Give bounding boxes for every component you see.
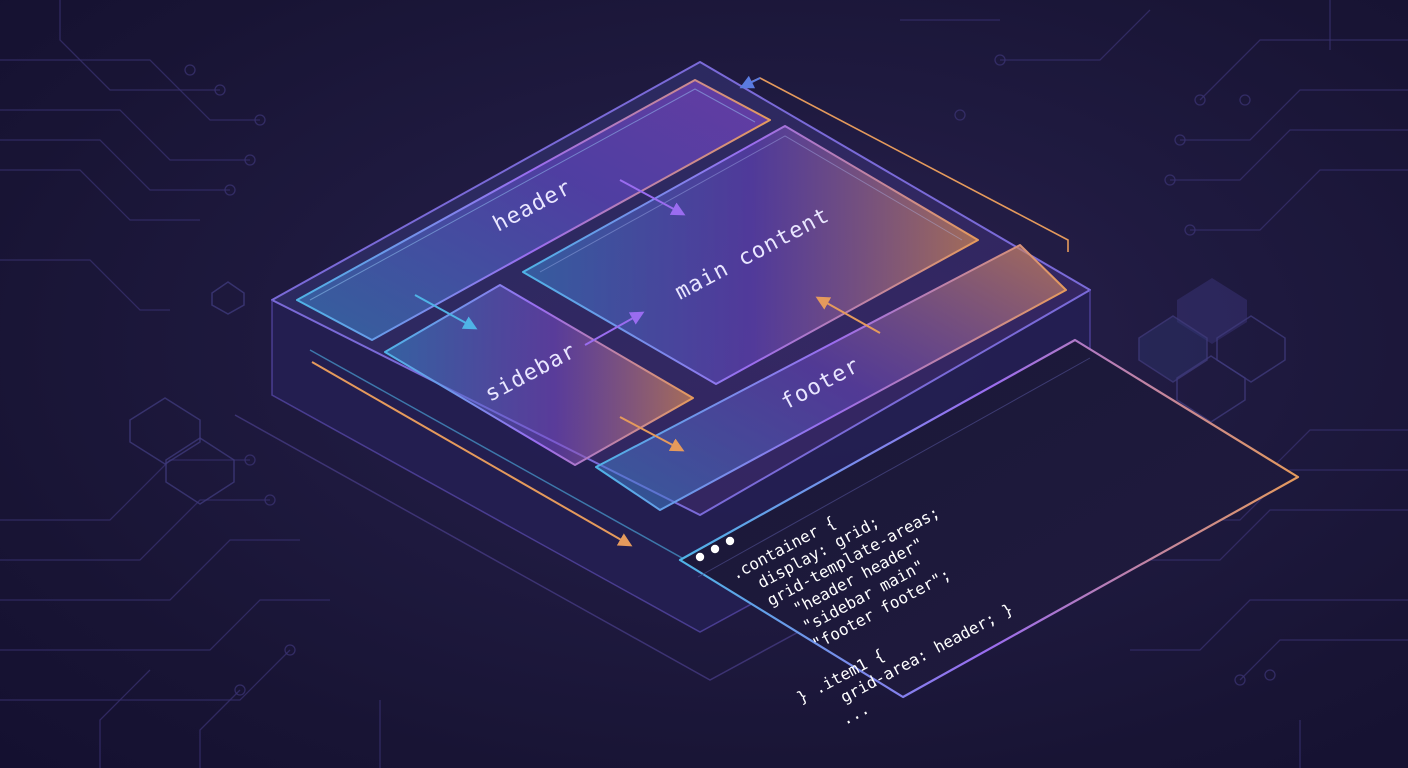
arrow-sidebar-to-main <box>584 311 645 346</box>
arrow-sidebar-to-footer <box>619 416 685 452</box>
code-window: .container { display: grid; grid-templat… <box>678 338 1300 742</box>
sidebar-region <box>384 284 694 466</box>
footer-region <box>595 244 1067 511</box>
header-region <box>296 79 771 341</box>
arrow-footer-to-main <box>815 296 881 334</box>
window-dot-icon-2 <box>710 544 720 554</box>
code-window-panel <box>678 338 1300 699</box>
window-dot-icon-1 <box>695 552 705 562</box>
hexagon-decorations <box>129 278 1286 505</box>
window-dot-icon-3 <box>725 536 735 546</box>
flow-arrows <box>311 75 1069 547</box>
arrow-platform-to-code <box>311 361 633 547</box>
arrow-header-to-main <box>619 179 686 216</box>
arrow-header-to-sidebar <box>414 294 478 330</box>
